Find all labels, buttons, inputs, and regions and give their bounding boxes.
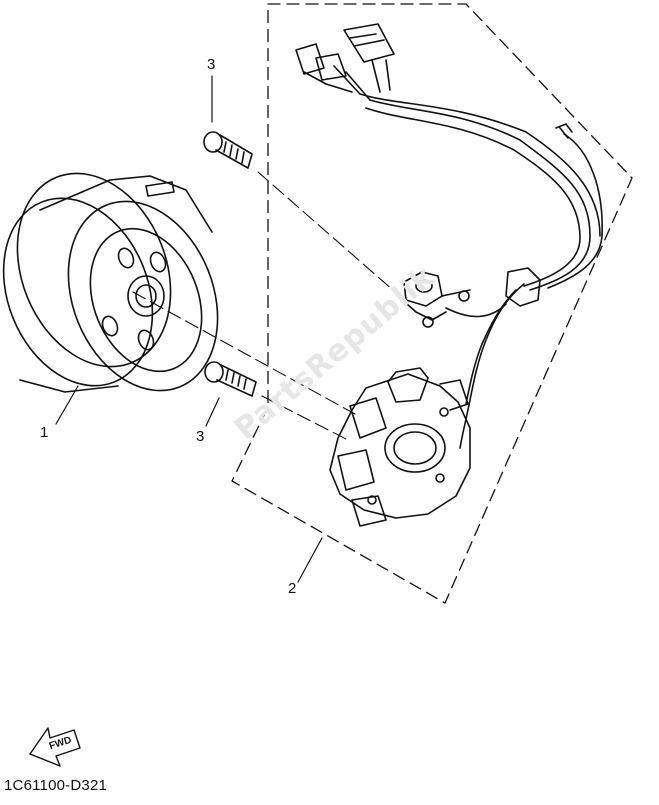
centerline-bolt-top: [257, 171, 403, 299]
fwd-arrow-icon: [29, 727, 81, 767]
bolt-top: [203, 131, 253, 169]
callout-bolt-bottom: 3: [196, 428, 205, 445]
flywheel-rotor: [2, 172, 219, 393]
stator-coil: [329, 367, 471, 527]
pulser-coil: [397, 271, 471, 328]
callout-stator: 2: [288, 580, 297, 597]
centerline-flywheel: [132, 291, 356, 415]
assembly-boundary: [231, 3, 633, 604]
callout-flywheel: 1: [40, 424, 49, 441]
callout-bolt-top: 3: [207, 56, 216, 73]
connector-plugs: [295, 23, 395, 101]
diagram-code: 1C61100-D321: [4, 777, 108, 794]
leader-2: [297, 537, 323, 583]
leader-3-bottom: [205, 397, 220, 427]
bolt-bottom: [204, 361, 257, 397]
centerline-bolt-bottom: [261, 395, 349, 441]
leader-1: [55, 385, 79, 425]
wire-harness: [359, 93, 603, 449]
